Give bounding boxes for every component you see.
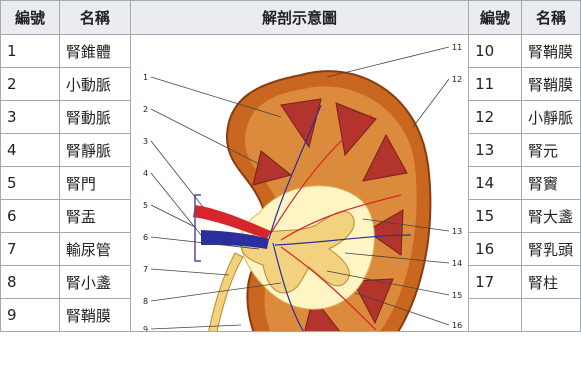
diagram-header: 解剖示意圖 xyxy=(130,1,468,35)
row-number: 4 xyxy=(1,134,60,167)
structure-link-renal-pelvis[interactable]: 腎盂 xyxy=(59,200,130,233)
row-number: 8 xyxy=(1,266,60,299)
diagram-cell: 1 2 3 4 5 6 7 8 9 10 11 12 13 14 xyxy=(130,35,468,332)
ureter xyxy=(203,253,243,332)
callout-5: 5 xyxy=(143,201,148,210)
structure-name: 腎鞘膜 xyxy=(521,68,580,101)
structure-link-renal-vein[interactable]: 腎靜脈 xyxy=(59,134,130,167)
row-number: 13 xyxy=(469,134,522,167)
row-number: 10 xyxy=(469,35,522,68)
table-header-row: 編號 名稱 解剖示意圖 編號 名稱 xyxy=(1,1,581,35)
structure-name: 腎竇 xyxy=(521,167,580,200)
callout-3: 3 xyxy=(143,137,148,146)
kidney-anatomy-diagram[interactable]: 1 2 3 4 5 6 7 8 9 10 11 12 13 14 xyxy=(131,35,469,332)
row-number: 11 xyxy=(469,68,522,101)
row-number: 16 xyxy=(469,233,522,266)
row-number: 15 xyxy=(469,200,522,233)
structure-link-minor-calyx[interactable]: 腎小盞 xyxy=(59,266,130,299)
row-number: 17 xyxy=(469,266,522,299)
structure-name: 小靜脈 xyxy=(521,101,580,134)
structure-link-renal-pyramid[interactable]: 腎錐體 xyxy=(59,35,130,68)
number-header-right: 編號 xyxy=(469,1,522,35)
number-header: 編號 xyxy=(1,1,60,35)
table-row: 1 腎錐體 xyxy=(1,35,581,68)
structure-name-empty xyxy=(521,299,580,332)
name-header-right: 名稱 xyxy=(521,1,580,35)
callout-6: 6 xyxy=(143,233,148,242)
hilum-bracket xyxy=(195,195,201,261)
name-header: 名稱 xyxy=(59,1,130,35)
structure-name: 腎鞘膜 xyxy=(521,35,580,68)
callout-2: 2 xyxy=(143,105,148,114)
structure-link-renal-column[interactable]: 腎柱 xyxy=(521,266,580,299)
structure-link-renal-papilla[interactable]: 腎乳頭 xyxy=(521,233,580,266)
row-number: 7 xyxy=(1,233,60,266)
callout-14: 14 xyxy=(452,259,462,268)
row-number: 5 xyxy=(1,167,60,200)
structure-link-major-calyx[interactable]: 腎大盞 xyxy=(521,200,580,233)
row-number: 1 xyxy=(1,35,60,68)
row-number: 12 xyxy=(469,101,522,134)
callout-8: 8 xyxy=(143,297,148,306)
callout-13: 13 xyxy=(452,227,462,236)
structure-link-nephron[interactable]: 腎元 xyxy=(521,134,580,167)
callout-9: 9 xyxy=(143,325,148,332)
structure-link-ureter[interactable]: 輸尿管 xyxy=(59,233,130,266)
kidney-anatomy-table: 編號 名稱 解剖示意圖 編號 名稱 1 腎錐體 xyxy=(0,0,581,332)
row-number: 3 xyxy=(1,101,60,134)
callout-4: 4 xyxy=(143,169,148,178)
callout-12: 12 xyxy=(452,75,462,84)
row-number: 14 xyxy=(469,167,522,200)
row-number: 2 xyxy=(1,68,60,101)
callout-7: 7 xyxy=(143,265,148,274)
row-number: 9 xyxy=(1,299,60,332)
structure-name: 小動脈 xyxy=(59,68,130,101)
structure-link-renal-capsule[interactable]: 腎鞘膜 xyxy=(59,299,130,332)
callout-1: 1 xyxy=(143,73,148,82)
callout-15: 15 xyxy=(452,291,462,300)
row-number-empty xyxy=(469,299,522,332)
structure-link-renal-artery[interactable]: 腎動脈 xyxy=(59,101,130,134)
row-number: 6 xyxy=(1,200,60,233)
callout-16: 16 xyxy=(452,321,462,330)
callout-11: 11 xyxy=(452,43,462,52)
structure-link-renal-hilum[interactable]: 腎門 xyxy=(59,167,130,200)
